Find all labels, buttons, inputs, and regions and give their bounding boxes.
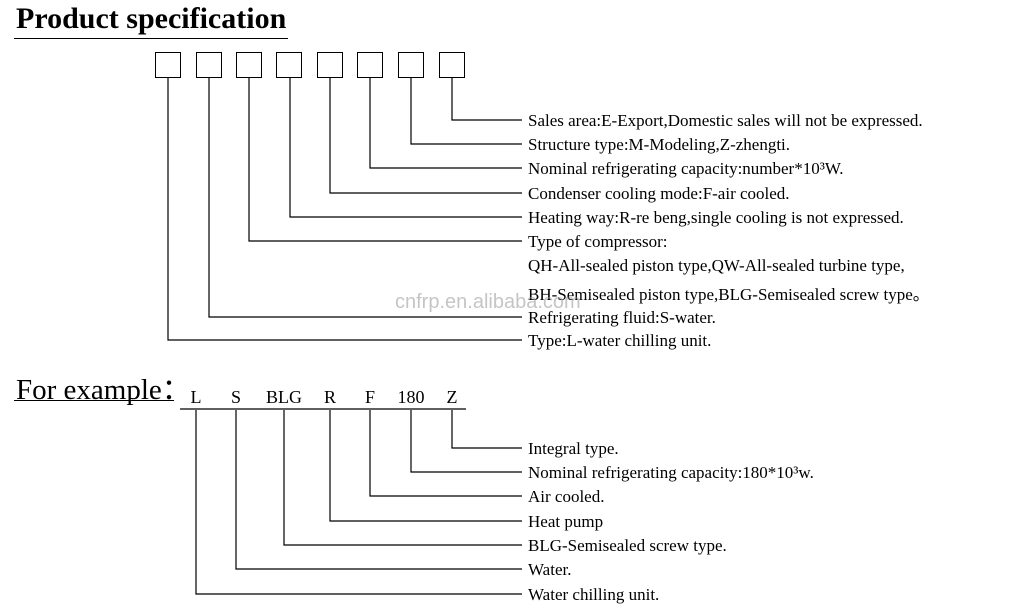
example-water: Water. (528, 560, 572, 579)
example-connector-f (369, 410, 522, 497)
spec-condenser-cooling: Condenser cooling mode:F-air cooled. (528, 184, 790, 203)
page-title: Product specification (16, 2, 287, 35)
example-water-chilling-unit: Water chilling unit. (528, 585, 660, 604)
connector-type (167, 78, 522, 341)
connector-heating (289, 78, 522, 218)
connector-capacity (369, 78, 522, 169)
connector-compressor (248, 78, 522, 242)
example-label-underline (14, 400, 174, 401)
title-underline (14, 38, 288, 39)
example-integral-type: Integral type. (528, 439, 619, 458)
code-slot-condenser-cooling (317, 52, 343, 78)
connector-condenser (329, 78, 522, 194)
example-connector-l (195, 410, 522, 595)
code-slot-refrigerating-fluid (196, 52, 222, 78)
example-code-blg: BLG (266, 387, 302, 407)
spec-type: Type:L-water chilling unit. (528, 331, 712, 350)
spec-refrigerating-fluid: Refrigerating fluid:S-water. (528, 308, 716, 327)
example-air-cooled: Air cooled. (528, 487, 605, 506)
example-nominal-capacity: Nominal refrigerating capacity:180*10³w. (528, 463, 814, 482)
example-connector-blg (283, 410, 522, 546)
spec-compressor-options-2: BH-Semisealed piston type,BLG-Semisealed… (528, 285, 930, 304)
code-slot-structure (398, 52, 424, 78)
example-connector-s (235, 410, 522, 570)
code-slot-heating-way (276, 52, 302, 78)
spec-structure-type: Structure type:M-Modeling,Z-zhengti. (528, 135, 791, 154)
code-slot-capacity (357, 52, 383, 78)
connector-sales-area (451, 78, 522, 121)
example-connector-z (451, 410, 522, 449)
example-screw-type: BLG-Semisealed screw type. (528, 536, 727, 555)
example-code-f: F (364, 387, 375, 407)
spec-heating-way: Heating way:R-re beng,single cooling is … (528, 208, 904, 227)
example-connector-180 (410, 410, 522, 473)
example-code-180: 180 (397, 387, 425, 407)
example-code-z: Z (446, 387, 458, 407)
example-connector-r (329, 410, 522, 522)
example-label: For example： (16, 374, 191, 406)
connector-fluid (208, 78, 522, 318)
watermark: cnfrp.en.alibaba.com (395, 291, 581, 313)
example-code-s: S (230, 387, 241, 407)
spec-compressor-type: Type of compressor: (528, 232, 668, 251)
spec-compressor-options-1: QH-All-sealed piston type,QW-All-sealed … (528, 256, 905, 275)
spec-nominal-capacity: Nominal refrigerating capacity:number*10… (528, 159, 844, 178)
connector-structure (410, 78, 522, 145)
example-code-l: L (190, 387, 202, 407)
code-slot-type (155, 52, 181, 78)
code-slot-sales-area (439, 52, 465, 78)
example-code-r: R (323, 387, 336, 407)
example-heat-pump: Heat pump (528, 512, 604, 531)
spec-sales-area: Sales area:E-Export,Domestic sales will … (528, 111, 923, 130)
code-slot-compressor (236, 52, 262, 78)
